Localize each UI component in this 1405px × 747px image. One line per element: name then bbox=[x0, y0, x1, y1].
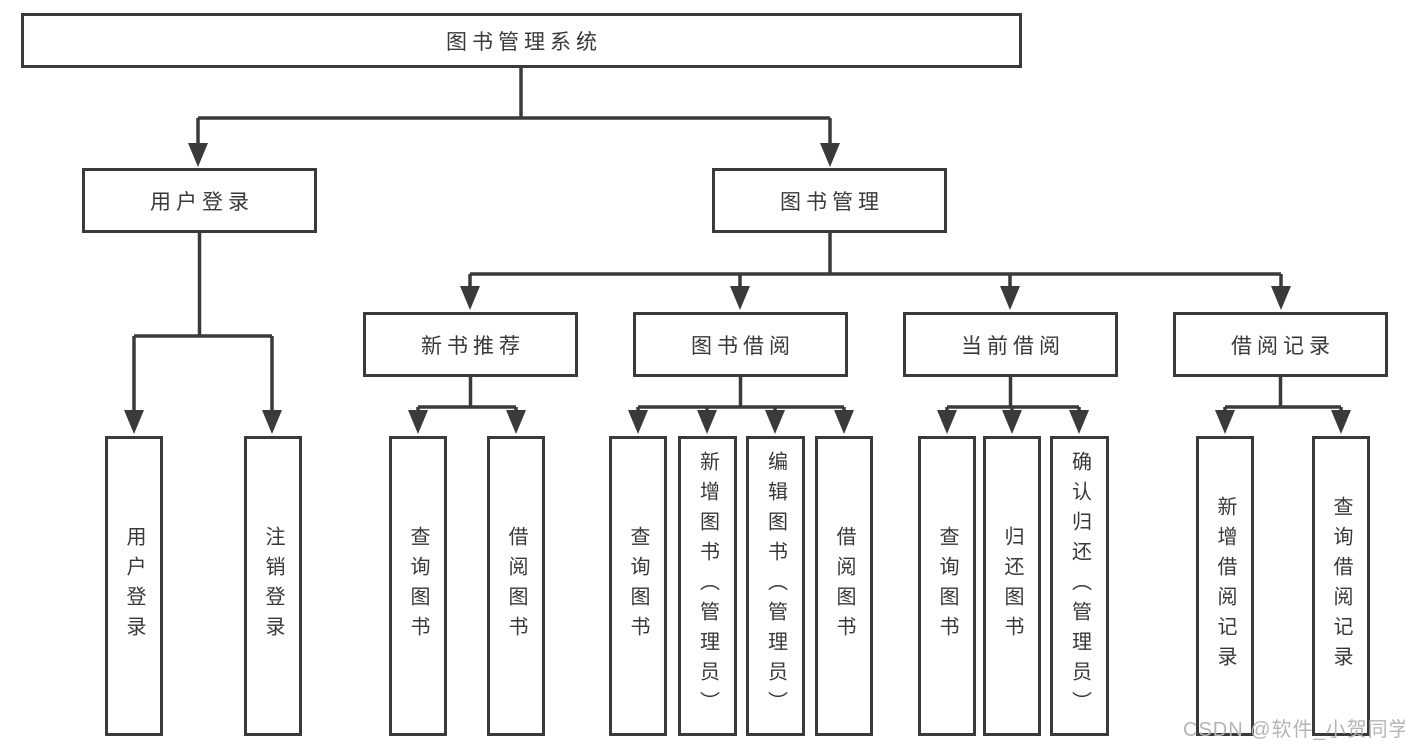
connector-book-borrow bbox=[636, 377, 846, 416]
leaf-return-book: 归还图书 bbox=[983, 436, 1041, 736]
connector-root-to-level2 bbox=[196, 68, 832, 146]
arrow-down-icon bbox=[262, 410, 282, 434]
arrow-down-icon bbox=[1069, 410, 1089, 434]
arrow-down-icon bbox=[188, 143, 208, 167]
leaf-query-books-borrow: 查询图书 bbox=[609, 436, 667, 736]
leaf-query-books-recommend-label: 查询图书 bbox=[407, 526, 429, 646]
leaf-add-borrow-record-label: 新增借阅记录 bbox=[1214, 496, 1236, 676]
leaf-confirm-return-admin: 确认归还（管理员） bbox=[1050, 436, 1109, 736]
arrow-down-icon bbox=[1215, 410, 1235, 434]
leaf-borrow-books-recommend-label: 借阅图书 bbox=[505, 526, 527, 646]
node-book-management: 图书管理 bbox=[712, 168, 947, 233]
leaf-query-books-borrow-label: 查询图书 bbox=[627, 526, 649, 646]
leaf-edit-book-admin-label: 编辑图书（管理员） bbox=[764, 451, 787, 721]
leaf-edit-book-admin: 编辑图书（管理员） bbox=[746, 436, 805, 736]
arrow-down-icon bbox=[1000, 286, 1020, 310]
connector-new-book-rec bbox=[416, 377, 518, 416]
leaf-query-borrow-record: 查询借阅记录 bbox=[1312, 436, 1370, 736]
node-book-borrow: 图书借阅 bbox=[633, 312, 848, 377]
arrow-down-icon bbox=[765, 410, 785, 434]
arrow-down-icon bbox=[506, 410, 526, 434]
arrow-down-icon bbox=[460, 286, 480, 310]
leaf-logout-label: 注销登录 bbox=[262, 526, 284, 646]
leaf-query-books-current-label: 查询图书 bbox=[936, 526, 958, 646]
node-borrow-records: 借阅记录 bbox=[1173, 312, 1388, 377]
connector-user-login-to-leaves bbox=[132, 233, 274, 412]
leaf-logout: 注销登录 bbox=[244, 436, 302, 736]
arrow-down-icon bbox=[628, 410, 648, 434]
arrow-down-icon bbox=[124, 410, 144, 434]
arrow-down-icon bbox=[730, 286, 750, 310]
leaf-query-books-recommend: 查询图书 bbox=[389, 436, 447, 736]
connector-book-mgmt-to-level3 bbox=[468, 233, 1283, 290]
leaf-borrow-books-label: 借阅图书 bbox=[833, 526, 855, 646]
node-current-borrow-label: 当前借阅 bbox=[961, 334, 1065, 358]
arrow-down-icon bbox=[697, 410, 717, 434]
arrow-down-icon bbox=[1331, 410, 1351, 434]
leaf-user-login: 用户登录 bbox=[105, 436, 163, 736]
arrowheads bbox=[124, 143, 1351, 434]
leaf-add-book-admin: 新增图书（管理员） bbox=[678, 436, 737, 736]
node-user-login-label: 用户登录 bbox=[150, 190, 254, 214]
arrow-down-icon bbox=[1002, 410, 1022, 434]
leaf-confirm-return-admin-label: 确认归还（管理员） bbox=[1068, 451, 1091, 721]
arrow-down-icon bbox=[937, 410, 957, 434]
leaf-query-books-current: 查询图书 bbox=[918, 436, 976, 736]
leaf-add-borrow-record: 新增借阅记录 bbox=[1196, 436, 1254, 736]
node-root-label: 图书管理系统 bbox=[446, 30, 602, 54]
node-book-borrow-label: 图书借阅 bbox=[691, 334, 795, 358]
leaf-query-borrow-record-label: 查询借阅记录 bbox=[1330, 496, 1352, 676]
arrow-down-icon bbox=[834, 410, 854, 434]
node-user-login: 用户登录 bbox=[82, 168, 317, 233]
arrow-down-icon bbox=[1271, 286, 1291, 310]
node-borrow-records-label: 借阅记录 bbox=[1231, 334, 1335, 358]
leaf-borrow-books: 借阅图书 bbox=[815, 436, 873, 736]
arrow-down-icon bbox=[408, 410, 428, 434]
node-book-management-label: 图书管理 bbox=[780, 190, 884, 214]
leaf-return-book-label: 归还图书 bbox=[1001, 526, 1023, 646]
csdn-watermark: CSDN @软件_小贺同学 bbox=[1183, 719, 1405, 741]
node-current-borrow: 当前借阅 bbox=[903, 312, 1118, 377]
arrow-down-icon bbox=[820, 143, 840, 167]
node-new-book-recommend: 新书推荐 bbox=[363, 312, 578, 377]
node-root: 图书管理系统 bbox=[21, 13, 1022, 68]
node-new-book-recommend-label: 新书推荐 bbox=[421, 334, 525, 358]
leaf-user-login-label: 用户登录 bbox=[123, 526, 145, 646]
leaf-borrow-books-recommend: 借阅图书 bbox=[487, 436, 545, 736]
leaf-add-book-admin-label: 新增图书（管理员） bbox=[696, 451, 719, 721]
connector-borrow-records bbox=[1223, 377, 1343, 416]
